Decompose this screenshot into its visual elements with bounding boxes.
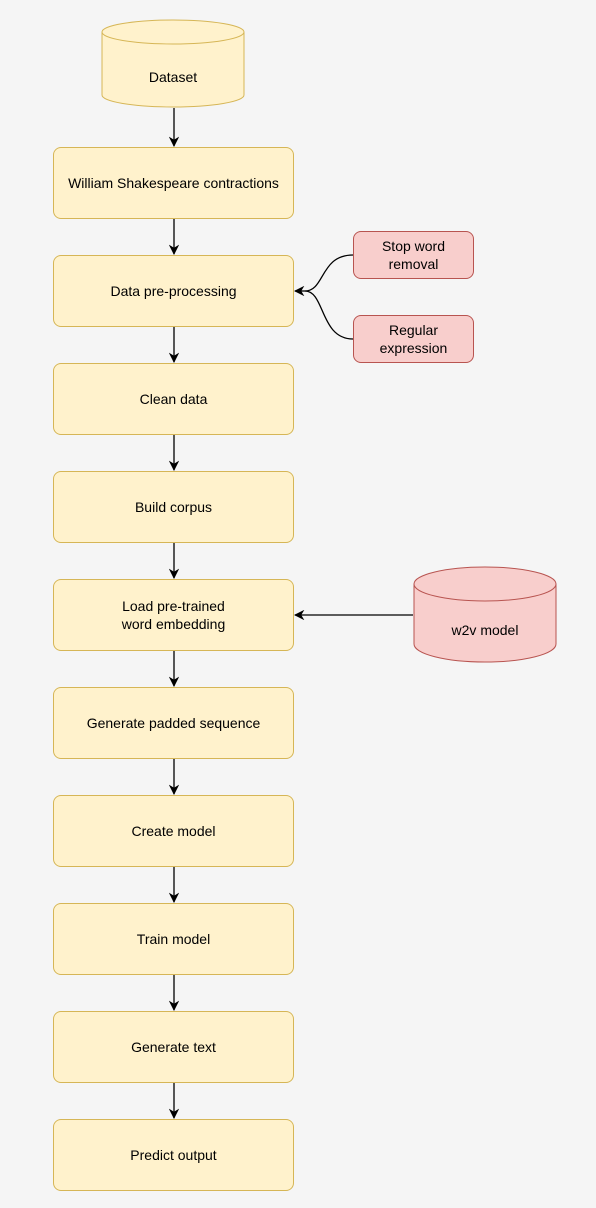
step-clean-data: Clean data — [53, 363, 294, 435]
step-william-shakespeare-contractions: William Shakespeare contractions — [53, 147, 294, 219]
step-data-pre-processing: Data pre-processing — [53, 255, 294, 327]
step-generate-text: Generate text — [53, 1011, 294, 1083]
w2v-model-cylinder — [413, 566, 557, 663]
step-train-model: Train model — [53, 903, 294, 975]
step-generate-padded-sequence: Generate padded sequence — [53, 687, 294, 759]
dataset-cylinder — [101, 19, 245, 108]
step-predict-output: Predict output — [53, 1119, 294, 1191]
step-create-model: Create model — [53, 795, 294, 867]
option-regular-expression: Regular expression — [353, 315, 474, 363]
option-stop-word-removal: Stop word removal — [353, 231, 474, 279]
brace-stop-word-to-preprocessing — [304, 254, 354, 292]
brace-regex-to-preprocessing — [304, 290, 354, 340]
step-load-pre-trained-word-embedding: Load pre-trained word embedding — [53, 579, 294, 651]
dataset-label: Dataset — [148, 69, 198, 85]
step-build-corpus: Build corpus — [53, 471, 294, 543]
w2v-model-label: w2v model — [451, 622, 519, 638]
